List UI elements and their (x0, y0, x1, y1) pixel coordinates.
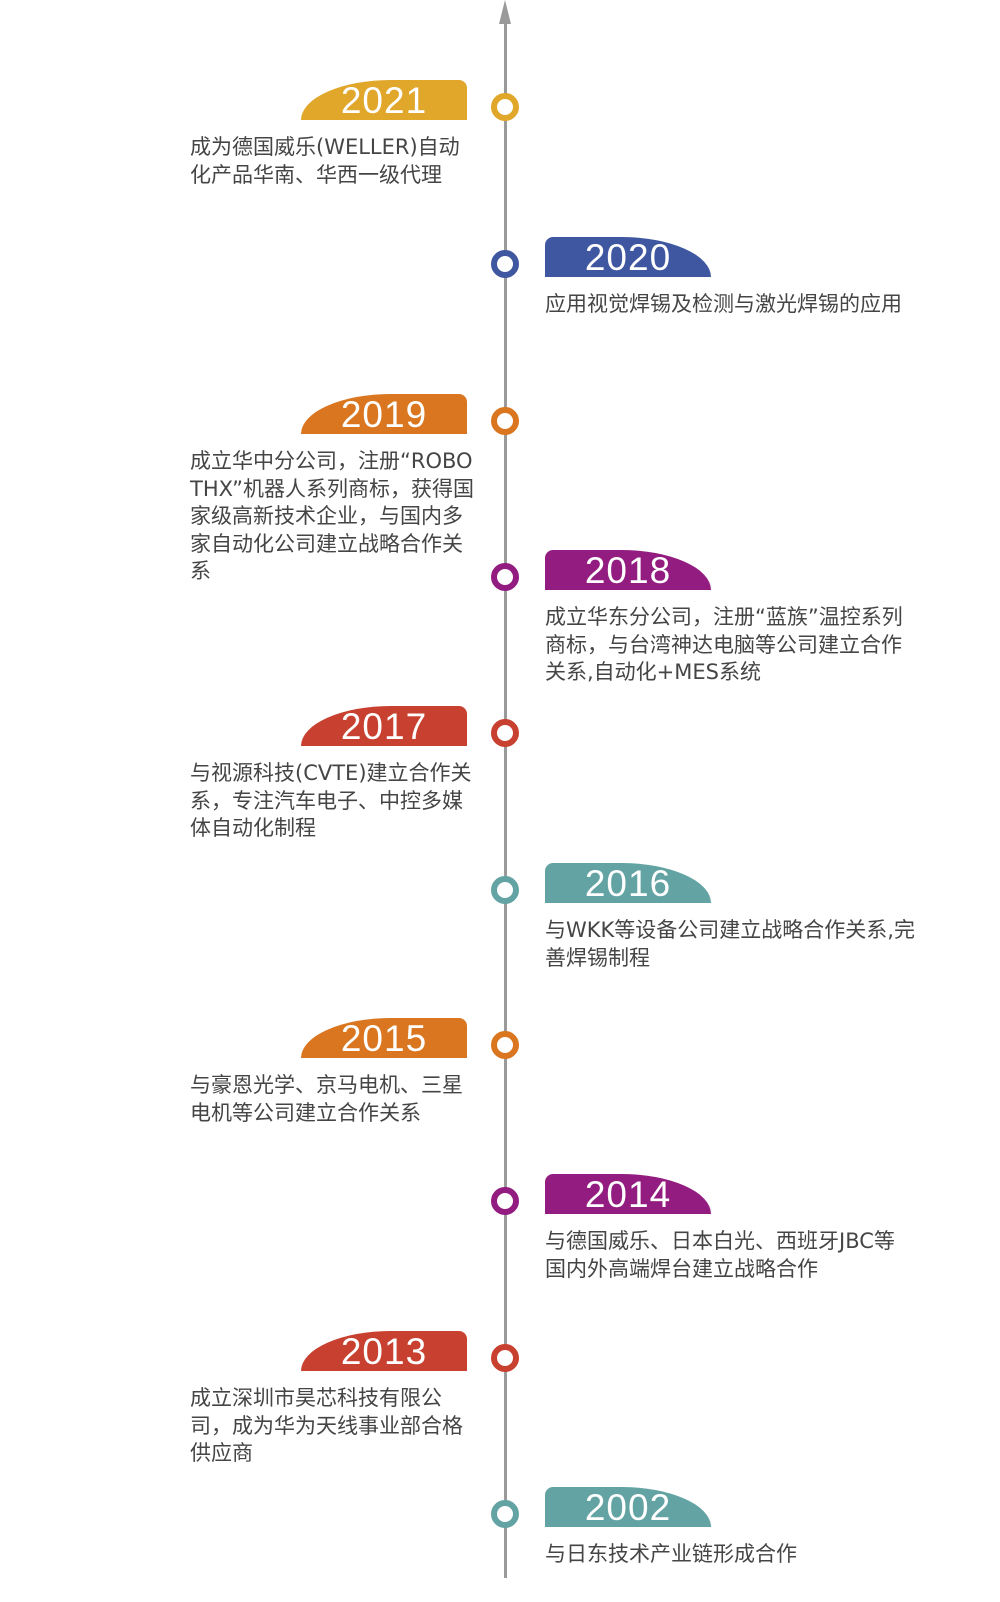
year-banner-2015: 2015 (301, 1018, 467, 1059)
event-description-2013: 成立深圳市昊芯科技有限公司，成为华为天线事业部合格供应商 (190, 1386, 463, 1465)
timeline-node-2021 (491, 93, 519, 121)
event-description-2020: 应用视觉焊锡及检测与激光焊锡的应用 (545, 292, 902, 316)
timeline-node-2014 (491, 1187, 519, 1215)
timeline-node-2020 (491, 250, 519, 278)
event-description-2018: 成立华东分公司，注册“蓝族”温控系列商标，与台湾神达电脑等公司建立合作关系,自动… (545, 605, 903, 684)
timeline-node-2015 (491, 1031, 519, 1059)
event-description-2015: 与豪恩光学、京马电机、三星电机等公司建立合作关系 (190, 1073, 463, 1125)
year-banner-2018: 2018 (545, 550, 711, 591)
event-description-2021: 成为德国威乐(WELLER)自动化产品华南、华西一级代理 (190, 135, 460, 187)
timeline-node-2019 (491, 407, 519, 435)
year-banner-2020: 2020 (545, 237, 711, 278)
year-banner-2021: 2021 (301, 80, 467, 121)
event-description-2016: 与WKK等设备公司建立战略合作关系,完善焊锡制程 (545, 918, 915, 970)
year-banner-2019: 2019 (301, 394, 467, 435)
event-description-2014: 与德国威乐、日本白光、西班牙JBC等国内外高端焊台建立战略合作 (545, 1229, 895, 1281)
timeline-node-2016 (491, 876, 519, 904)
timeline-arrow-up-icon (499, 0, 511, 24)
timeline-axis (504, 18, 507, 1578)
timeline-node-2017 (491, 719, 519, 747)
event-description-2019: 成立华中分公司，注册“ROBOTHX”机器人系列商标，获得国家级高新技术企业，与… (190, 449, 475, 583)
year-banner-2016: 2016 (545, 863, 711, 904)
year-banner-2013: 2013 (301, 1331, 467, 1372)
year-banner-2002: 2002 (545, 1487, 711, 1528)
timeline-node-2018 (491, 563, 519, 591)
timeline-node-2002 (491, 1500, 519, 1528)
event-description-2002: 与日东技术产业链形成合作 (545, 1542, 797, 1566)
year-banner-2014: 2014 (545, 1174, 711, 1215)
year-banner-2017: 2017 (301, 706, 467, 747)
timeline-node-2013 (491, 1344, 519, 1372)
event-description-2017: 与视源科技(CVTE)建立合作关系，专注汽车电子、中控多媒体自动化制程 (190, 761, 472, 840)
